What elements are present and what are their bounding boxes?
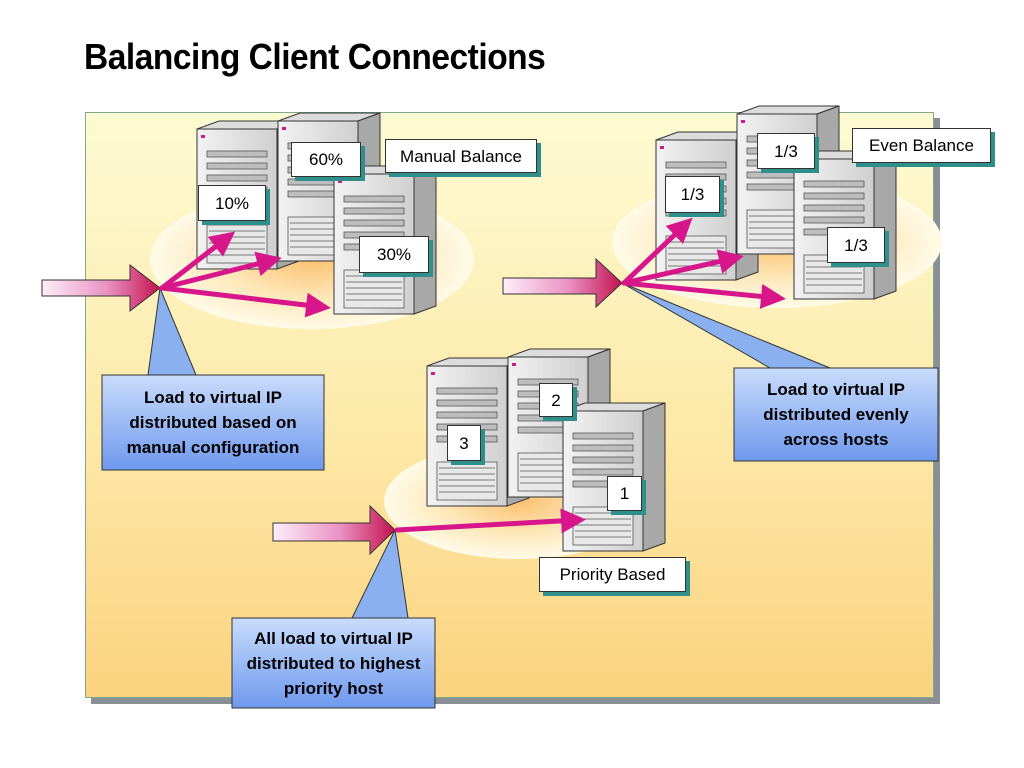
manual-share-60: 60% bbox=[291, 142, 361, 177]
manual-inbound-arrow bbox=[41, 263, 161, 313]
priority-3-label: 3 bbox=[447, 425, 481, 461]
priority-based-label: Priority Based bbox=[539, 557, 686, 592]
manual-callout-text: Load to virtual IP distributed based on … bbox=[126, 388, 300, 457]
priority-callout-box bbox=[231, 617, 436, 709]
manual-callout-box bbox=[101, 374, 325, 471]
even-arrow-to-server-1 bbox=[621, 217, 693, 286]
priority-callout-text: All load to virtual IP distributed to hi… bbox=[246, 628, 421, 698]
even-server-3 bbox=[793, 150, 897, 300]
even-balance-label: Even Balance bbox=[852, 128, 991, 163]
manual-balance-label: Manual Balance bbox=[385, 139, 537, 173]
even-callout-box bbox=[733, 367, 939, 462]
priority-inbound-arrow bbox=[272, 504, 396, 556]
priority-arrow-to-server-1 bbox=[394, 508, 586, 534]
slide-title: Balancing Client Connections bbox=[84, 36, 546, 77]
even-share-3: 1/3 bbox=[827, 227, 885, 263]
manual-share-30: 30% bbox=[359, 236, 429, 273]
priority-1-label: 1 bbox=[607, 476, 642, 511]
manual-arrow-to-server-3 bbox=[159, 285, 331, 318]
even-share-2: 1/3 bbox=[757, 133, 815, 169]
manual-arrow-to-server-2 bbox=[159, 251, 282, 291]
even-callout-text: Load to virtual IP distributed evenly ac… bbox=[763, 380, 909, 449]
even-arrow-to-server-2 bbox=[621, 249, 744, 286]
even-inbound-arrow bbox=[502, 257, 623, 309]
manual-share-10: 10% bbox=[198, 185, 266, 221]
manual-arrow-to-server-1 bbox=[159, 231, 236, 291]
even-share-1: 1/3 bbox=[665, 176, 720, 213]
even-arrow-to-server-3 bbox=[621, 280, 786, 309]
priority-2-label: 2 bbox=[539, 383, 573, 417]
